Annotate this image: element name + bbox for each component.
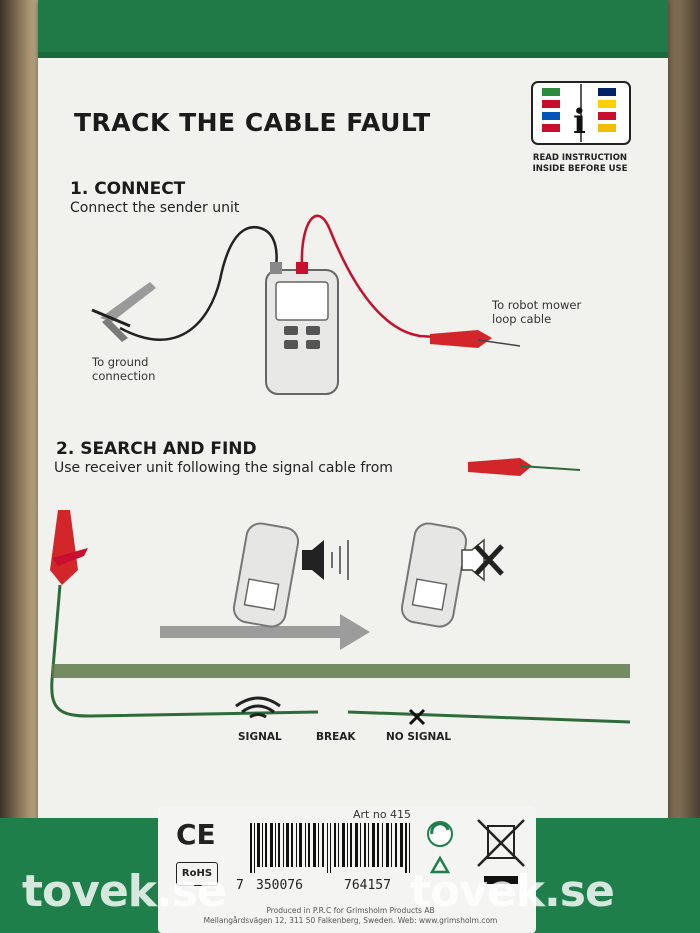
producer-line1: Produced in P.R.C for Grimsholm Products… (266, 906, 435, 915)
barcode (250, 823, 410, 873)
step2-heading: 2. SEARCH AND FIND (56, 439, 257, 459)
no-signal-label: NO SIGNAL (386, 731, 452, 743)
barcode-first-digit: 7 (236, 878, 244, 893)
sender-unit-device (265, 262, 339, 395)
page-title: TRACK THE CABLE FAULT (74, 108, 431, 137)
break-label: BREAK (316, 731, 356, 743)
recycle-icon (429, 855, 451, 874)
manual-notice: READ INSTRUCTION INSIDE BEFORE USE (528, 153, 632, 175)
step1-text: Connect the sender unit (70, 200, 240, 216)
green-dot-recycle-icon (427, 821, 453, 847)
receiver-unit-device-2 (400, 522, 468, 628)
signal-wave-icon (235, 696, 281, 719)
barcode-left-digits: 350076 (256, 878, 303, 893)
producer-info: Produced in P.R.C for Grimsholm Products… (198, 906, 503, 926)
speaker-on-icon (302, 540, 349, 580)
speaker-muted-icon (461, 538, 504, 582)
red-clip-small-icon (468, 458, 581, 476)
manual-book-icon: i (531, 81, 631, 145)
signal-cable (50, 584, 319, 718)
red-clip-icon (430, 330, 521, 348)
black-cable (119, 226, 278, 341)
mower-label-line1: To robot mower (492, 298, 582, 312)
ground-label-line1: To ground (92, 355, 149, 369)
producer-line2: Mellangårdsvägen 12, 311 50 Falkenberg, … (203, 916, 498, 925)
svg-text:i: i (573, 102, 586, 142)
ground-label: To ground connection (92, 355, 155, 383)
cable-after-break (347, 710, 631, 724)
box-top-band (38, 0, 668, 58)
ground-label-line2: connection (92, 369, 156, 383)
receiver-unit-device (232, 522, 300, 628)
signal-label: SIGNAL (238, 731, 282, 743)
watermark-right: tovek.se (410, 866, 615, 917)
ground-stake-icon (91, 282, 156, 342)
product-box (38, 0, 668, 933)
rohs-mark: RoHS (176, 862, 218, 886)
barcode-right-digits: 764157 (344, 878, 391, 893)
step1-heading: 1. CONNECT (70, 179, 186, 199)
grass-strip (52, 664, 630, 678)
step2-text: Use receiver unit following the signal c… (54, 460, 393, 476)
red-cable (300, 214, 451, 340)
manual-notice-line2: INSIDE BEFORE USE (532, 164, 628, 174)
manual-notice-line1: READ INSTRUCTION (532, 153, 628, 163)
mower-label-line2: loop cable (492, 312, 552, 326)
red-clip-vertical-icon (50, 510, 88, 585)
watermark-left: tovek.se (22, 866, 227, 917)
direction-arrow (160, 614, 370, 650)
article-number: Art no 415 (353, 808, 412, 821)
ce-mark: CE (176, 818, 216, 851)
mower-label: To robot mower loop cable (492, 298, 581, 326)
weee-bin-icon (477, 819, 525, 884)
no-signal-x-icon (408, 708, 426, 726)
